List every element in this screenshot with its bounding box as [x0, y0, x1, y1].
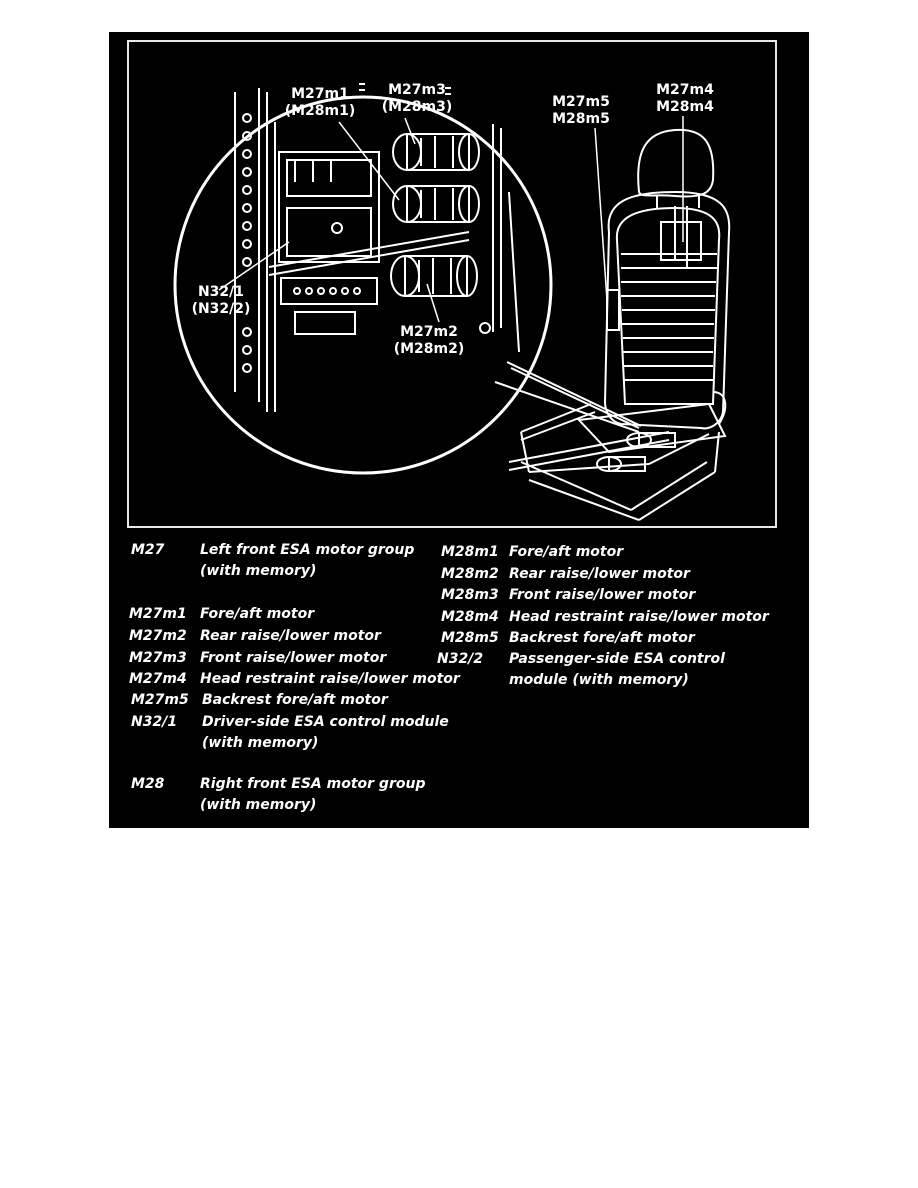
- callout-m27m5-line1: M27m5: [552, 94, 610, 110]
- motor-m27m3: [392, 133, 480, 171]
- legend-code: M28m2: [441, 566, 499, 582]
- legend-desc: Backrest fore/aft motor: [509, 630, 695, 646]
- legend-desc: Fore/aft motor: [200, 606, 315, 622]
- seat-illustration: [173, 83, 731, 521]
- legend-desc: Rear raise/lower motor: [200, 628, 381, 644]
- detail-magnifier: [173, 95, 553, 475]
- callout-m27m1-line1: M27m1: [291, 86, 349, 102]
- legend-code: M28: [131, 776, 165, 792]
- legend-desc: Right front ESA motor group: [200, 776, 426, 792]
- legend-code: M28m5: [441, 630, 499, 646]
- legend-code: M28m4: [441, 609, 499, 625]
- legend-code: N32/2: [437, 651, 484, 667]
- callout-n321-line1: N32/1: [197, 284, 245, 300]
- legend-desc: Driver-side ESA control module: [202, 714, 449, 730]
- callout-n321-line2: (N32/2): [191, 301, 251, 317]
- callout-m27m4-line2: M28m4: [656, 99, 714, 115]
- legend-desc-cont: (with memory): [202, 735, 319, 751]
- illustration-frame: [127, 40, 777, 528]
- callout-m27m3: M27m3 (M28m3): [375, 82, 459, 116]
- callout-m27m2-line1: M27m2: [400, 324, 458, 340]
- legend-code: M28m3: [441, 587, 499, 603]
- legend-desc: Head restraint raise/lower motor: [509, 609, 769, 625]
- callout-m27m2-line2: (M28m2): [393, 341, 465, 357]
- legend-desc: Front raise/lower motor: [509, 587, 696, 603]
- legend-desc: Front raise/lower motor: [200, 650, 387, 666]
- seat-drawing: [508, 116, 731, 521]
- callout-m27m4: M27m4 M28m4: [649, 82, 721, 116]
- legend-code: N32/1: [131, 714, 178, 730]
- callout-m27m2: M27m2 (M28m2): [389, 324, 469, 358]
- legend-desc: Fore/aft motor: [509, 544, 624, 560]
- callout-m27m3-line2: (M28m3): [381, 99, 453, 115]
- motor-m27m2: [390, 255, 478, 297]
- diagram-panel: M27m1 (M28m1) M27m3 (M28m3) M27m5 M28m5 …: [109, 32, 809, 828]
- callout-m27m3-line1: M27m3: [388, 82, 446, 98]
- legend-code: M27m4: [129, 671, 187, 687]
- callout-n321: N32/1 (N32/2): [189, 284, 253, 318]
- motor-m27m1: [392, 185, 480, 223]
- callout-m27m5: M27m5 M28m5: [545, 94, 617, 128]
- legend-code: M27m1: [129, 606, 187, 622]
- legend-code: M27: [131, 542, 165, 558]
- legend-desc: Rear raise/lower motor: [509, 566, 690, 582]
- legend-desc-cont: (with memory): [200, 797, 317, 813]
- legend-desc-cont: module (with memory): [509, 672, 689, 688]
- legend-code: M28m1: [441, 544, 499, 560]
- detail-interior: [218, 83, 520, 412]
- legend-code: M27m5: [131, 692, 189, 708]
- legend-desc-cont: (with memory): [200, 563, 317, 579]
- legend-desc: Head restraint raise/lower motor: [200, 671, 460, 687]
- legend-code: M27m3: [129, 650, 187, 666]
- callout-m27m5-line2: M28m5: [552, 111, 610, 127]
- legend-code: M27m2: [129, 628, 187, 644]
- callout-m27m4-line1: M27m4: [656, 82, 714, 98]
- legend-desc: Backrest fore/aft motor: [202, 692, 388, 708]
- legend-desc: Passenger-side ESA control: [509, 651, 725, 667]
- legend-desc: Left front ESA motor group: [200, 542, 415, 558]
- callout-m27m1: M27m1 (M28m1): [275, 86, 365, 120]
- callout-m27m1-line2: (M28m1): [284, 103, 356, 119]
